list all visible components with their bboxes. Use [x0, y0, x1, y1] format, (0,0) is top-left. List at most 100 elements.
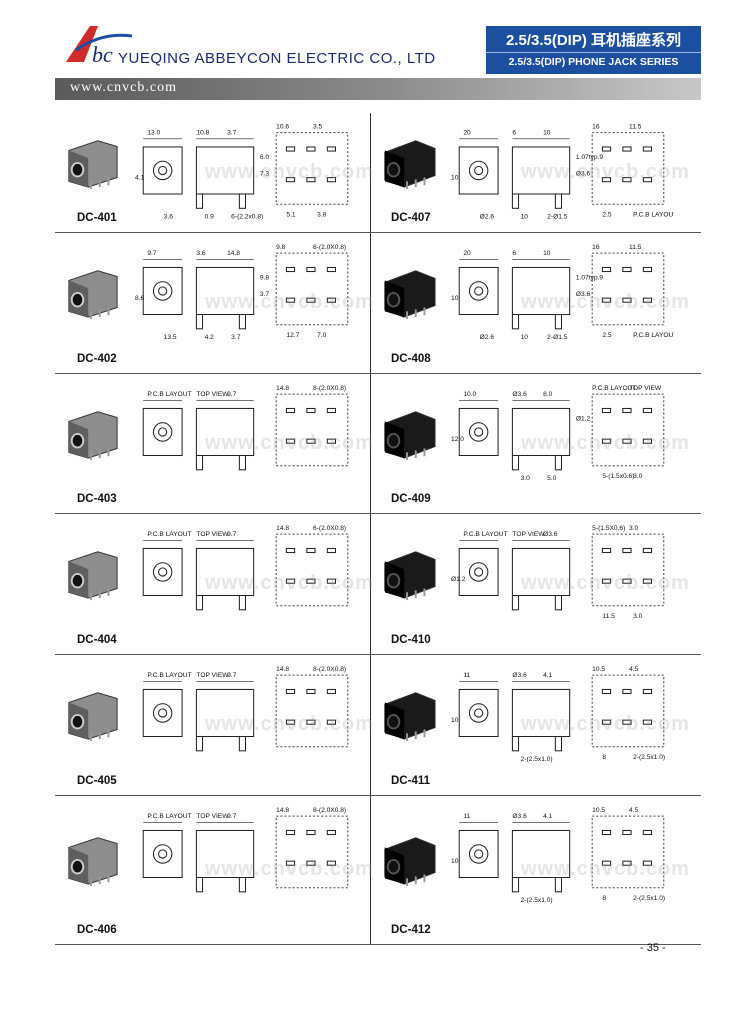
dimension-label: Ø3.6 [512, 391, 527, 398]
dimension-label: 8-(2.0X0.8) [313, 244, 346, 251]
dimension-label: P.C.B LAYOUT [147, 813, 191, 820]
product-photo [68, 837, 118, 887]
dimension-label: 9.7 [227, 531, 237, 538]
dimension-label: 20 [463, 130, 471, 137]
dimension-label: 7.3 [260, 171, 270, 178]
dimension-label: 10 [521, 334, 529, 341]
product-photo [384, 410, 436, 460]
dimension-label: 2-Ø1.5 [547, 214, 568, 221]
dimension-label: 6-(2.2x0.8) [231, 214, 263, 221]
dimension-label: 6.0 [260, 154, 270, 161]
dimension-label: 14.8 [276, 666, 289, 673]
model-number: DC-412 [391, 924, 431, 936]
series-banner [486, 26, 701, 74]
row-divider [55, 232, 701, 233]
watermark: www.cnvcb.com [521, 160, 690, 183]
dimension-label: 11 [463, 672, 470, 679]
dimension-label: 1.07typ.9 [576, 154, 604, 161]
model-number: DC-402 [77, 353, 117, 365]
dimension-label: 11.5 [629, 244, 642, 251]
dimension-label: 6-(2.0X0.8) [313, 525, 346, 532]
dimension-label: 10.8 [196, 130, 209, 137]
dimension-label: 8-(2.0X0.8) [313, 385, 346, 392]
model-number: DC-401 [77, 212, 117, 224]
dimension-label: Ø3.6 [512, 813, 527, 820]
company-name: YUEQING ABBEYCON ELECTRIC CO., LTD [118, 50, 436, 67]
product-photo [68, 551, 118, 601]
dimension-label: 3.5 [313, 124, 323, 131]
dimension-label: Ø3.6 [576, 291, 591, 298]
dimension-label: P.C.B LAYOUT [592, 385, 636, 392]
watermark: www.cnvcb.com [205, 572, 374, 594]
dimension-label: 2.5 [602, 212, 612, 219]
dimension-label: 4.1 [543, 672, 553, 679]
product-photo [68, 692, 118, 742]
dimension-label: 10 [521, 214, 529, 221]
company-logo: bc [66, 26, 133, 67]
model-number: DC-411 [391, 775, 430, 787]
svg-text:bc: bc [92, 42, 113, 67]
dimension-label: TOP VIEW [196, 391, 229, 398]
dimension-label: 11.5 [602, 613, 615, 620]
watermark: www.cnvcb.com [205, 858, 374, 880]
watermark: www.cnvcb.com [205, 291, 374, 313]
dimension-label: 4.5 [629, 666, 639, 673]
dimension-label: 3.6 [164, 214, 174, 221]
product-photo [68, 410, 118, 460]
watermark: www.cnvcb.com [205, 431, 374, 454]
product-photo [68, 139, 118, 189]
dimension-label: Ø1.2 [576, 416, 591, 423]
product-photo [384, 270, 436, 320]
dimension-label: 13.5 [164, 334, 177, 341]
dimension-label: 10.0 [463, 391, 476, 398]
dimension-label: 2-(2.5x1.0) [521, 756, 553, 763]
website-url[interactable]: www.cnvcb.com [70, 80, 177, 95]
dimension-label: 16 [592, 124, 600, 131]
dimension-label: 4.5 [629, 807, 639, 814]
dimension-label: 8-(2.0X0.8) [313, 666, 346, 673]
dimension-label: 5-(1.5x0.6) [602, 473, 634, 480]
dimension-label: 13.0 [147, 130, 160, 137]
dimension-label: P.C.B LAYOUT [147, 391, 191, 398]
dimension-label: 10 [451, 175, 459, 182]
dimension-label: 2-(2.5x1.0) [633, 754, 665, 761]
dimension-label: 9.7 [227, 813, 237, 820]
dimension-label: 3.7 [231, 334, 241, 341]
dimension-label: Ø3.6 [512, 672, 527, 679]
dimension-label: 8.0 [543, 391, 553, 398]
dimension-label: 1.07typ.9 [576, 275, 604, 282]
dimension-label: 5-(1.5X0.6) [592, 525, 625, 532]
watermark: www.cnvcb.com [205, 160, 374, 183]
row-divider [55, 373, 701, 374]
model-number: DC-409 [391, 493, 431, 505]
series-divider [486, 52, 701, 53]
dimension-label: 6 [512, 250, 516, 257]
dimension-label: 14.8 [276, 807, 289, 814]
page-number: - 35 - [640, 942, 666, 954]
dimension-label: P.C.B LAYOUT [463, 531, 507, 538]
dimension-label: 4.1 [543, 813, 553, 820]
dimension-label: 8-(2.0X0.8) [313, 807, 346, 814]
watermark: www.cnvcb.com [521, 713, 690, 735]
dimension-label: 2-(2.5x1.0) [633, 895, 665, 902]
dimension-label: Ø3.6 [543, 531, 558, 538]
dimension-label: 9.7 [227, 391, 237, 398]
dimension-label: 10.5 [592, 666, 605, 673]
dimension-label: 2-(2.5x1.0) [521, 897, 553, 904]
dimension-label: 3.0 [633, 473, 643, 480]
dimension-label: 3.8 [317, 212, 327, 219]
